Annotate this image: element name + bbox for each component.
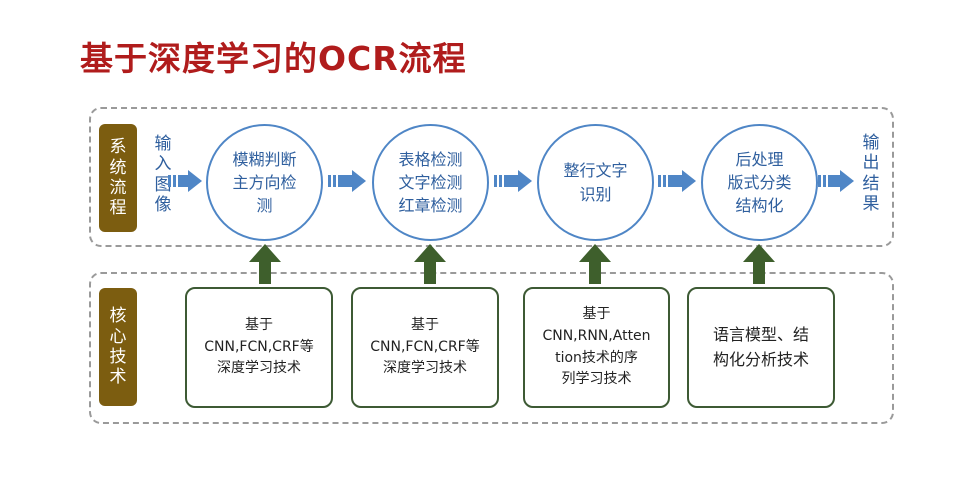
core-tech-label: 核 心 技 术 (99, 288, 137, 406)
core-label-char: 术 (109, 367, 127, 388)
up-arrow-1 (249, 244, 281, 284)
flow-arrow-1 (328, 170, 366, 192)
core-label-char: 心 (109, 326, 127, 347)
core-tech-box-4-text: 语言模型、结构化分析技术 (712, 324, 809, 369)
input-label: 输入图像 (154, 134, 172, 216)
flow-arrow-3 (658, 170, 696, 192)
process-step-4-text: 后处理版式分类结构化 (727, 149, 792, 216)
up-arrow-3 (579, 244, 611, 284)
process-label: 系 统 流 程 (99, 124, 137, 232)
core-tech-box-4: 语言模型、结构化分析技术 (687, 287, 835, 408)
process-step-3: 整行文字识别 (537, 124, 654, 241)
process-label-char: 统 (109, 157, 127, 178)
process-label-char: 系 (109, 137, 127, 158)
up-arrow-4 (743, 244, 775, 284)
process-label-char: 程 (109, 198, 127, 219)
core-label-char: 核 (109, 306, 127, 327)
page-title: 基于深度学习的OCR流程 (80, 39, 467, 78)
flow-arrow-2 (494, 170, 532, 192)
process-step-2-text: 表格检测文字检测红章检测 (398, 149, 463, 216)
process-label-char: 流 (109, 178, 127, 198)
process-step-1-text: 模糊判断主方向检测 (232, 149, 297, 216)
process-step-2: 表格检测文字检测红章检测 (372, 124, 489, 241)
process-step-1: 模糊判断主方向检测 (206, 124, 323, 241)
output-label: 输出结果 (862, 133, 880, 215)
up-arrow-2 (414, 244, 446, 284)
flow-arrow-input (168, 170, 202, 192)
process-panel (89, 107, 894, 247)
process-step-4: 后处理版式分类结构化 (701, 124, 818, 241)
process-step-3-text: 整行文字识别 (563, 161, 628, 204)
core-tech-panel (89, 272, 894, 424)
flow-arrow-output (818, 170, 854, 192)
core-label-char: 技 (109, 347, 127, 367)
